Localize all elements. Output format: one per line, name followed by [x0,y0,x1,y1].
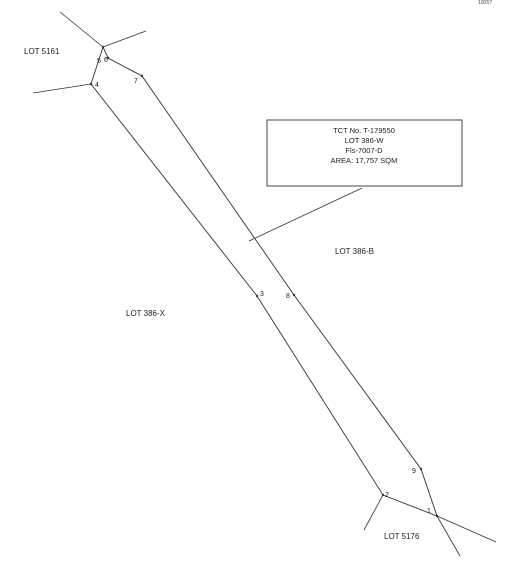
point-label-4: 4 [95,82,99,89]
info-leader-line [248,187,363,242]
point-label-6: 6 [104,57,108,64]
info-box [266,119,463,187]
info-tct-number: TCT No. T-179550 [333,126,395,135]
lot-5161-label: LOT 5161 [24,47,60,56]
point-markers [89,45,439,518]
blank-patch [44,372,264,566]
point-label-8: 8 [286,293,290,300]
point-label-3: 3 [260,291,264,298]
corner-text: 1005? [478,0,492,6]
lot-386-x-label: LOT 386-X [126,309,166,318]
point-label-9: 9 [412,468,416,475]
point-label-2: 2 [385,492,389,499]
info-plan-number: Fls-7007-D [345,146,383,155]
lot-386-b-label: LOT 386-B [335,247,374,256]
info-area: AREA: 17,757 SQM [331,156,398,165]
point-label-1: 1 [427,508,431,515]
info-lot-number: LOT 386-W [345,136,385,145]
lot-5176-label: LOT 5176 [384,532,420,541]
point-label-5: 5 [97,58,101,65]
adjacent-boundary-lines [32,11,497,557]
point-label-7: 7 [134,78,138,85]
lot-boundary-polygon [90,45,438,517]
